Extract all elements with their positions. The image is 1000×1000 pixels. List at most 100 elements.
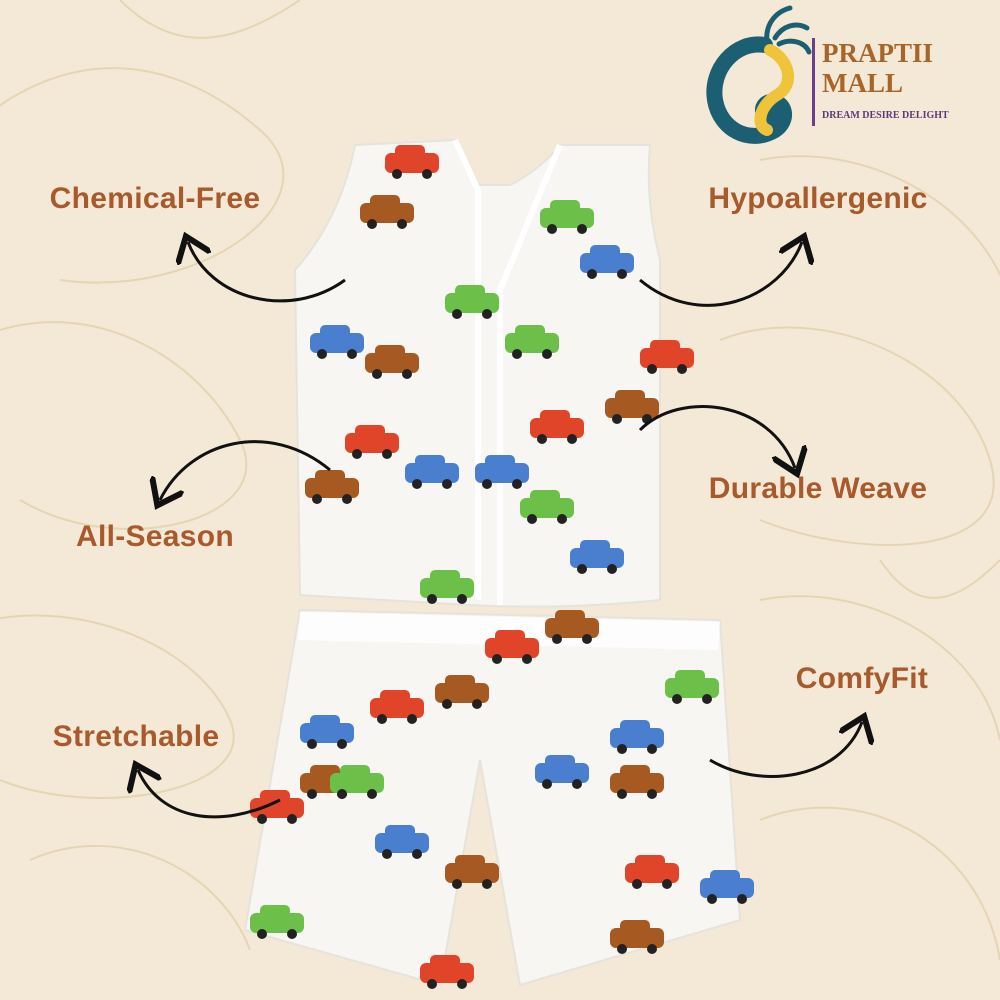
car-print [485, 638, 539, 658]
car-print [605, 398, 659, 418]
car-wheel [482, 309, 492, 319]
car-print-pattern [250, 145, 754, 989]
car-wheel [577, 224, 587, 234]
car-wheel [352, 449, 362, 459]
car-wheel [662, 879, 672, 889]
car-wheel [572, 779, 582, 789]
brand-logo [705, 0, 1000, 150]
car-wheel [347, 349, 357, 359]
car-print [445, 863, 499, 883]
car-wheel [617, 744, 627, 754]
car-wheel [287, 814, 297, 824]
car-wheel [377, 714, 387, 724]
car-wheel [397, 219, 407, 229]
feature-hypoallergenic: Hypoallergenic [708, 182, 928, 215]
car-wheel [547, 224, 557, 234]
car-print [405, 463, 459, 483]
car-print [570, 548, 624, 568]
car-wheel [452, 879, 462, 889]
car-wheel [412, 479, 422, 489]
car-wheel [367, 789, 377, 799]
car-wheel [312, 494, 322, 504]
car-wheel [337, 789, 347, 799]
brand-name: Praptii Mall [822, 38, 933, 98]
car-print [330, 773, 384, 793]
brand-name-line2: Mall [822, 68, 903, 98]
car-print [505, 333, 559, 353]
car-print [530, 418, 584, 438]
feature-all-season: All-Season [75, 520, 235, 553]
car-print [385, 153, 439, 173]
car-wheel [372, 369, 382, 379]
car-print [360, 203, 414, 223]
car-wheel [382, 449, 392, 459]
car-wheel [442, 699, 452, 709]
arrow-chemical-free [188, 242, 346, 303]
car-print [475, 463, 529, 483]
car-wheel [737, 894, 747, 904]
peacock-logo-icon [706, 5, 812, 144]
car-wheel [647, 789, 657, 799]
car-wheel [512, 349, 522, 359]
car-print [610, 928, 664, 948]
car-print [370, 698, 424, 718]
car-wheel [317, 349, 327, 359]
arrow-stretchable [138, 770, 281, 819]
car-wheel [307, 789, 317, 799]
car-wheel [407, 714, 417, 724]
car-wheel [452, 309, 462, 319]
car-wheel [512, 479, 522, 489]
car-wheel [672, 694, 682, 704]
car-wheel [522, 654, 532, 664]
logo-divider [812, 38, 815, 126]
car-wheel [542, 349, 552, 359]
car-wheel [607, 564, 617, 574]
car-wheel [537, 434, 547, 444]
car-print [640, 348, 694, 368]
car-wheel [647, 944, 657, 954]
car-wheel [702, 694, 712, 704]
car-wheel [567, 434, 577, 444]
car-wheel [617, 944, 627, 954]
car-print [625, 863, 679, 883]
car-wheel [577, 564, 587, 574]
car-wheel [427, 979, 437, 989]
car-wheel [412, 849, 422, 859]
car-wheel [442, 479, 452, 489]
car-wheel [587, 269, 597, 279]
car-wheel [552, 634, 562, 644]
shorts [243, 608, 742, 987]
car-print [665, 678, 719, 698]
car-print [420, 578, 474, 598]
car-wheel [647, 744, 657, 754]
feature-durable-weave: Durable Weave [708, 472, 928, 505]
car-wheel [457, 594, 467, 604]
car-wheel [402, 369, 412, 379]
car-wheel [527, 514, 537, 524]
car-wheel [647, 364, 657, 374]
car-print [435, 683, 489, 703]
vest-placket [452, 138, 563, 605]
arrow-durable-weave [638, 405, 795, 468]
arrow-hypoallergenic [639, 242, 802, 307]
car-print [520, 498, 574, 518]
car-wheel [677, 364, 687, 374]
car-wheel [707, 894, 717, 904]
car-wheel [542, 779, 552, 789]
feature-comfyfit: ComfyFit [795, 662, 929, 695]
brand-tagline: DREAM DESIRE DELIGHT [822, 110, 949, 121]
car-print [535, 763, 589, 783]
car-print [305, 478, 359, 498]
car-wheel [457, 979, 467, 989]
car-print [420, 963, 474, 983]
car-print [610, 728, 664, 748]
car-print [445, 293, 499, 313]
car-print [700, 878, 754, 898]
car-wheel [482, 479, 492, 489]
car-wheel [307, 739, 317, 749]
car-print [250, 913, 304, 933]
car-wheel [482, 879, 492, 889]
